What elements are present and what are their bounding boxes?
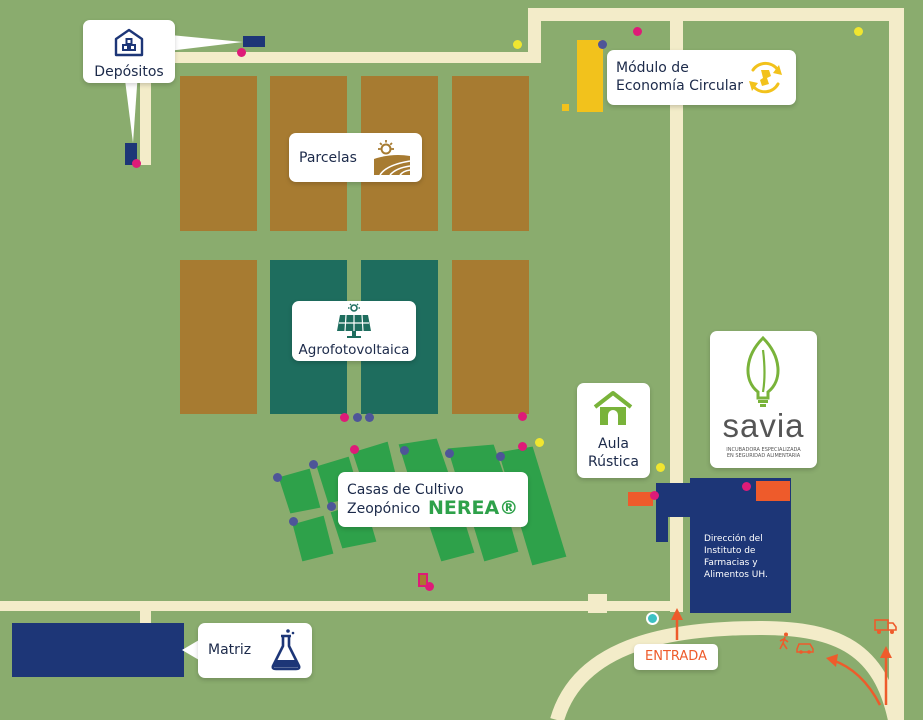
field-plot [452, 76, 529, 231]
entrada-label: ENTRADA [645, 649, 707, 664]
matriz-label: Matriz [208, 642, 252, 658]
savia-leaf-icon [746, 336, 780, 407]
marker-dot [535, 438, 544, 447]
depositos-label: Depósitos [94, 64, 164, 80]
deposito-building-top [243, 36, 265, 47]
car-icon [796, 643, 814, 654]
marker-dot [518, 442, 527, 451]
marker-dot [656, 463, 665, 472]
flask-icon [271, 629, 301, 671]
direccion-wing-lower [656, 516, 668, 542]
marker-dot [132, 159, 141, 168]
parcelas-card[interactable]: Parcelas [289, 133, 422, 182]
marker-dot [237, 48, 246, 57]
agrofotovoltaica-card[interactable]: Agrofotovoltaica [292, 301, 416, 361]
marker-dot [518, 412, 527, 421]
walker-icon [779, 632, 789, 650]
road-deposito-vertical [140, 62, 151, 165]
matriz-building [12, 623, 184, 677]
road-main-vertical [670, 20, 683, 612]
casas-cultivo-card[interactable]: Casas de Cultivo Zeopónico NEREA® [338, 472, 528, 527]
marker-dot [289, 517, 298, 526]
marker-dot [353, 413, 362, 422]
nerea-brand: NEREA® [428, 497, 519, 519]
module-yellow-building [577, 40, 603, 112]
marker-dot [309, 460, 318, 469]
marker-dot [400, 446, 409, 455]
marker-dot [445, 449, 454, 458]
entrada-label-box[interactable]: ENTRADA [634, 644, 718, 670]
road-spur [140, 610, 151, 626]
road-top-left-horizontal [140, 52, 540, 63]
marker-dot [327, 502, 336, 511]
marker-dot [340, 413, 349, 422]
marker-dot [425, 582, 434, 591]
road-bottom-horizontal [0, 601, 683, 611]
direccion-line1: Dirección del [704, 534, 763, 544]
truck-icon [874, 619, 897, 634]
solar-panel-icon [337, 303, 371, 338]
savia-card[interactable]: savia INCUBADORA ESPECIALIZADA EN SEGURI… [710, 331, 817, 468]
marker-dot [273, 473, 282, 482]
agrofotovoltaica-label: Agrofotovoltaica [298, 342, 410, 358]
aula-rustica-building [628, 492, 653, 506]
road-top-vertical [528, 8, 541, 63]
field-plot [180, 260, 257, 414]
rustic-hut-icon [593, 391, 633, 425]
aula-rustica-card[interactable]: Aula Rústica [577, 383, 650, 478]
marker-dot [496, 452, 505, 461]
marker-dot [854, 27, 863, 36]
direccion-line4: Alimentos UH. [704, 570, 768, 580]
marker-dot [598, 40, 607, 49]
entrance-circle-marker [646, 612, 659, 625]
direccion-wing [656, 483, 691, 517]
matriz-card[interactable]: Matriz [198, 623, 312, 678]
recycle-icon [749, 61, 782, 94]
field-sun-icon [374, 140, 411, 176]
field-plot [180, 76, 257, 231]
aula-label-line2: Rústica [588, 454, 639, 470]
road-square [588, 594, 607, 613]
casas-label-line2: Zeopónico [347, 501, 421, 517]
module-yellow-small [562, 104, 569, 111]
economia-circular-line1: Módulo de [616, 60, 689, 76]
warehouse-icon [114, 28, 144, 57]
savia-building [756, 481, 790, 501]
direccion-line3: Farmacias y [704, 558, 758, 568]
field-plot [452, 260, 529, 414]
marker-dot [350, 445, 359, 454]
depositos-card[interactable]: Depósitos [83, 20, 175, 83]
marker-square [418, 573, 428, 587]
savia-wordmark: savia [722, 407, 805, 444]
marker-dot [650, 491, 659, 500]
aula-label-line1: Aula [598, 436, 629, 452]
direccion-label: Dirección del Instituto de Farmacias y A… [704, 533, 788, 581]
marker-dot [365, 413, 374, 422]
road-right-vertical [889, 8, 904, 720]
road-top-right-horizontal [528, 8, 904, 21]
parcelas-label: Parcelas [299, 150, 357, 166]
marker-dot [513, 40, 522, 49]
marker-dot [742, 482, 751, 491]
economia-circular-card[interactable]: Módulo de Economía Circular [607, 50, 796, 105]
savia-tagline-1: INCUBADORA ESPECIALIZADA [726, 447, 801, 453]
savia-tagline-2: EN SEGURIDAD ALIMENTARIA [726, 453, 801, 459]
economia-circular-line2: Economía Circular [616, 78, 744, 94]
direccion-line2: Instituto de [704, 546, 756, 556]
marker-dot [633, 27, 642, 36]
casas-label-line1: Casas de Cultivo [347, 482, 464, 498]
